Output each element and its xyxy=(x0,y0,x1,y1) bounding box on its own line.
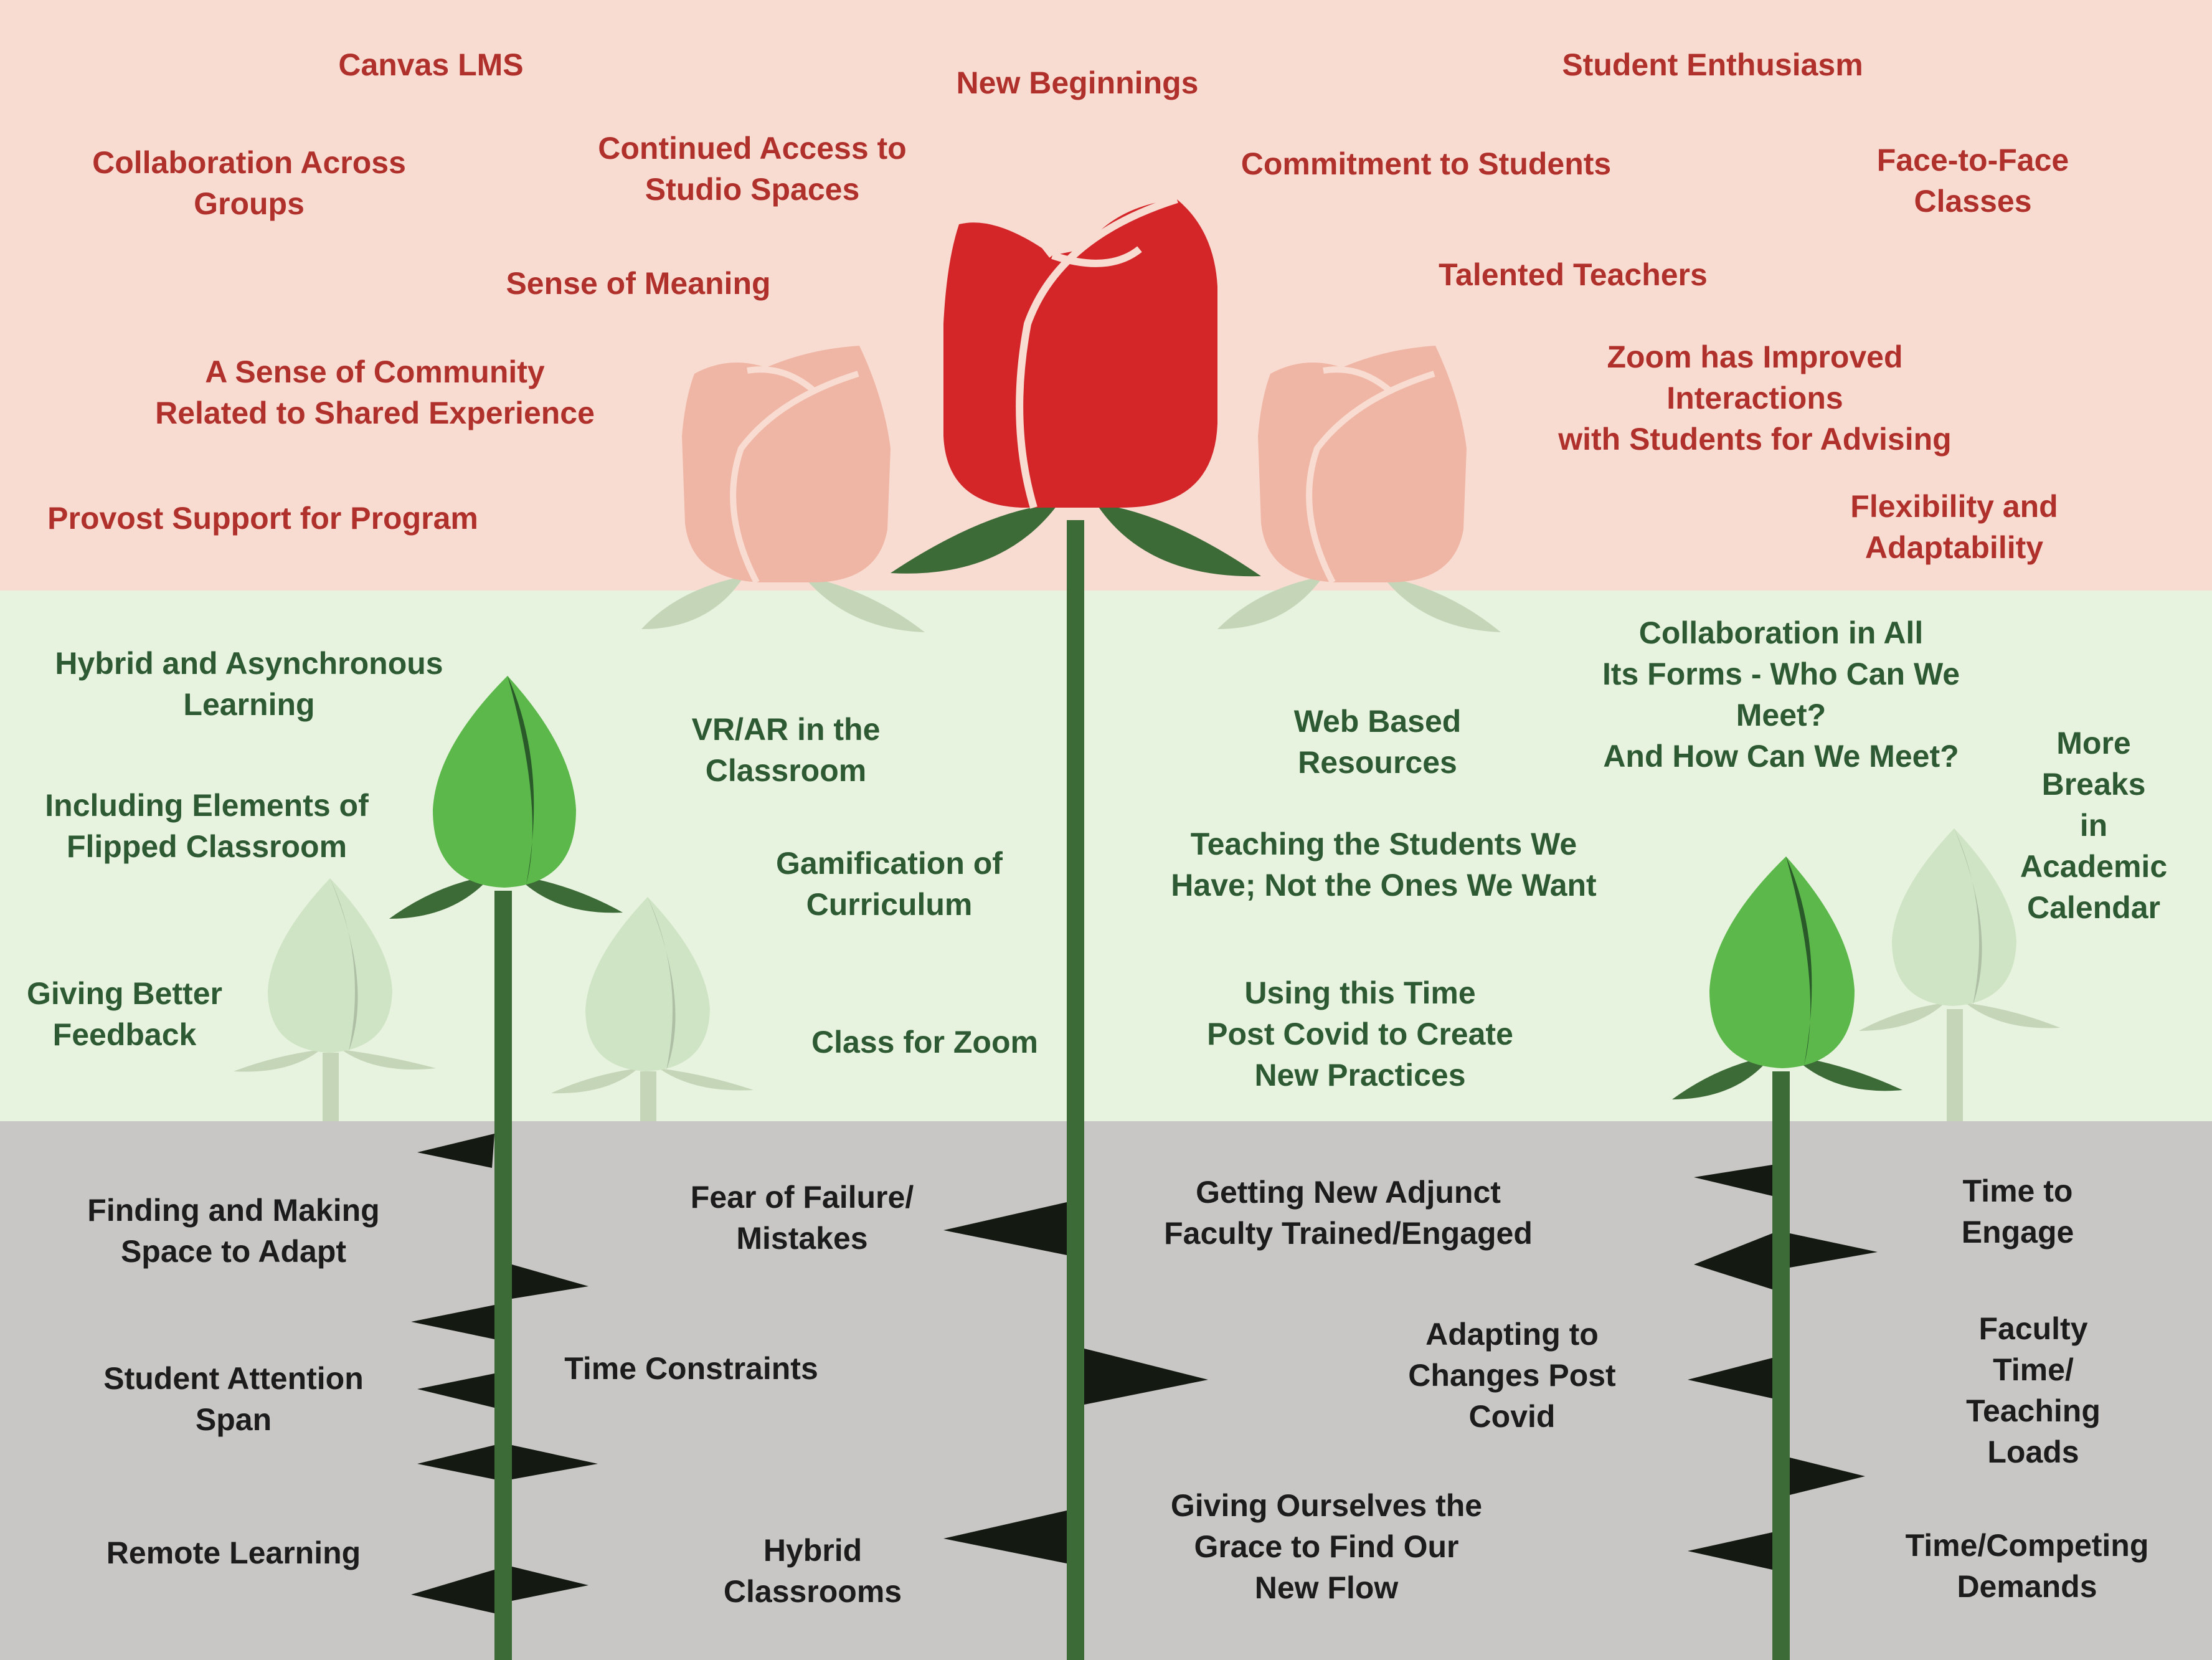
rose-icon xyxy=(891,196,1261,1660)
thorn-label: Giving Ourselves the Grace to Find Our N… xyxy=(1170,1488,1483,1605)
thorn-label: Time to Engage xyxy=(1961,1174,2074,1250)
thorn-icon xyxy=(1688,1358,1772,1398)
thorn-icon xyxy=(512,1445,598,1479)
rose-label: Student Enthusiasm xyxy=(1562,47,1863,82)
thorn-icon xyxy=(1688,1532,1772,1570)
bud-icon xyxy=(551,897,754,1121)
rose-label: Provost Support for Program xyxy=(47,501,478,536)
thorn-label: Finding and Making Space to Adapt xyxy=(87,1193,380,1269)
bud-label: VR/AR in the Classroom xyxy=(691,712,881,788)
rose-label: Canvas LMS xyxy=(338,47,524,82)
bud-icon xyxy=(1672,856,1902,1660)
thorn-label: Time Constraints xyxy=(564,1351,818,1386)
bud-label: Teaching the Students We Have; Not the O… xyxy=(1171,827,1597,903)
thorn-label: Fear of Failure/ Mistakes xyxy=(690,1180,914,1256)
thorn-icon xyxy=(1790,1233,1878,1268)
thorn-icon xyxy=(1694,1233,1772,1289)
rose-icon xyxy=(1217,346,1501,632)
thorn-icon xyxy=(417,1134,494,1168)
thorn-label: Student Attention Span xyxy=(103,1361,364,1437)
rose-label: Flexibility and Adaptability xyxy=(1850,489,2058,565)
thorn-label: Getting New Adjunct Faculty Trained/Enga… xyxy=(1164,1175,1533,1251)
bud-label: Collaboration in All Its Forms - Who Can… xyxy=(1602,615,1960,774)
bud-label: Hybrid and Asynchronous Learning xyxy=(55,646,443,722)
thorn-icon xyxy=(1790,1458,1865,1495)
thorn-label: Faculty Time/ Teaching Loads xyxy=(1966,1311,2101,1469)
thorn-icon xyxy=(417,1373,494,1408)
bud-label: Gamification of Curriculum xyxy=(776,846,1003,922)
rose-label: Face-to-Face Classes xyxy=(1876,143,2069,219)
rose-label: Talented Teachers xyxy=(1439,257,1708,292)
rose-label: Sense of Meaning xyxy=(506,266,771,301)
thorn-icon xyxy=(1694,1165,1772,1196)
thorn-icon xyxy=(411,1570,494,1613)
thorn-icon xyxy=(1084,1349,1208,1405)
rose-label: Zoom has Improved Interactions with Stud… xyxy=(1558,339,1952,457)
thorn-icon xyxy=(943,1202,1067,1255)
thorn-label: Remote Learning xyxy=(106,1535,361,1570)
bud-label: Web Based Resources xyxy=(1293,704,1462,780)
bud-label: Including Elements of Flipped Classroom xyxy=(45,788,369,864)
rose-icon xyxy=(641,346,925,632)
thorn-label: Hybrid Classrooms xyxy=(723,1533,902,1609)
thorn-icon xyxy=(512,1567,588,1601)
bud-icon xyxy=(234,878,436,1121)
rose-label: Commitment to Students xyxy=(1241,146,1612,181)
thorn-icon xyxy=(512,1264,588,1299)
bud-icon xyxy=(1859,828,2060,1121)
thorn-icon xyxy=(417,1445,494,1479)
bud-label: More Breaks in Academic Calendar xyxy=(2020,726,2168,925)
thorn-label: Time/Competing Demands xyxy=(1905,1528,2149,1604)
rose-label: A Sense of Community Related to Shared E… xyxy=(155,354,595,430)
rose-label: New Beginnings xyxy=(956,65,1199,100)
rose-label: Continued Access to Studio Spaces xyxy=(598,131,907,207)
bud-icon xyxy=(389,676,623,1660)
bud-label: Using this Time Post Covid to Create New… xyxy=(1207,975,1513,1093)
rose-label: Collaboration Across Groups xyxy=(92,145,406,221)
thorn-icon xyxy=(411,1305,494,1339)
thorn-label: Adapting to Changes Post Covid xyxy=(1408,1317,1616,1434)
thorn-icon xyxy=(943,1511,1067,1563)
bud-label: Giving Better Feedback xyxy=(27,976,222,1052)
bud-label: Class for Zoom xyxy=(811,1025,1038,1060)
